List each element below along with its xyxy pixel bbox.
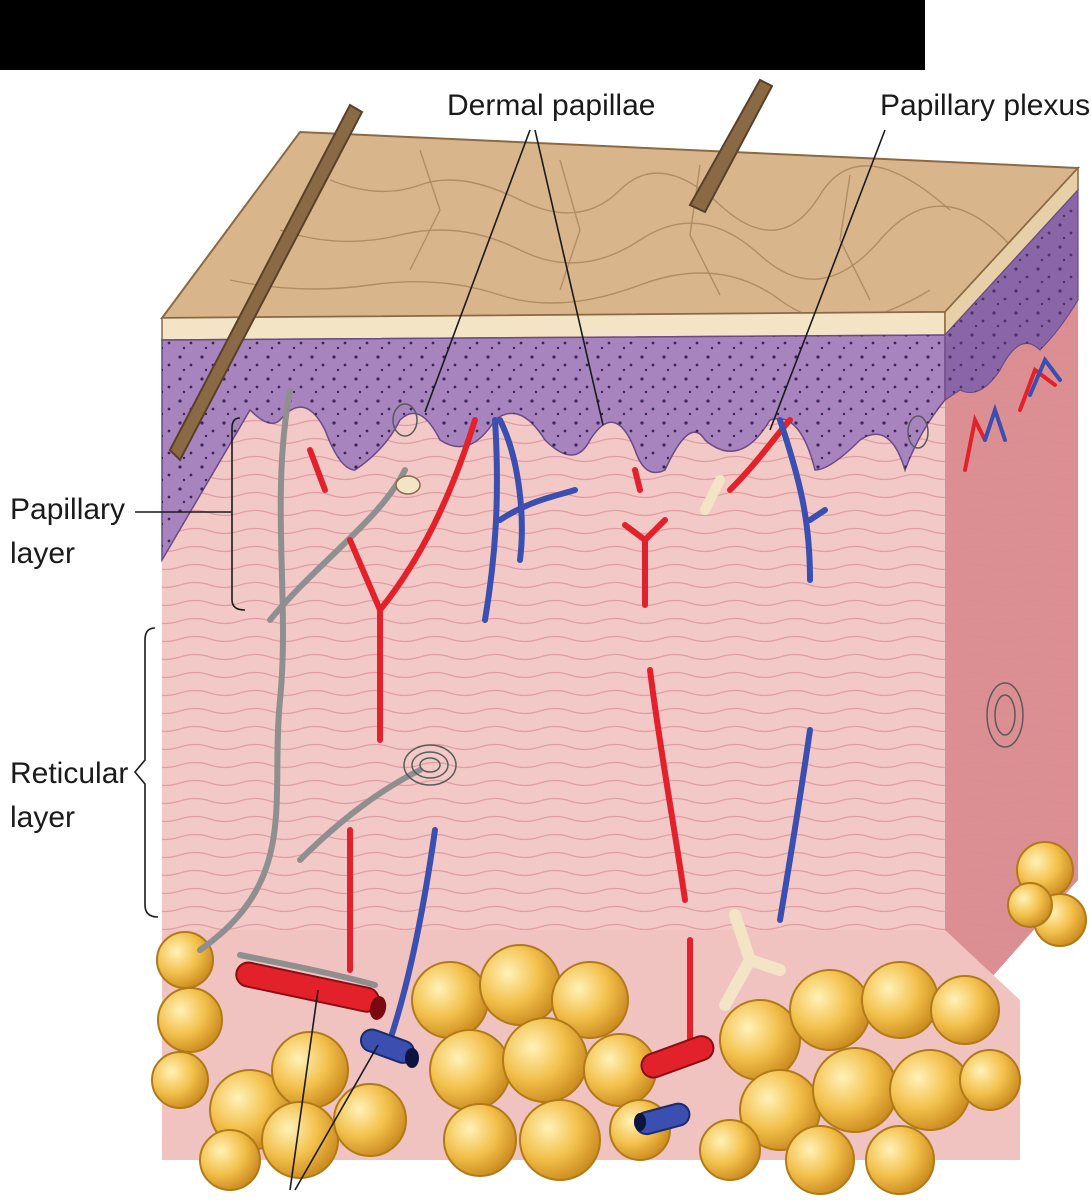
label-papillary-line1: Papillary bbox=[10, 488, 125, 532]
label-papillary-plexus: Papillary plexus bbox=[880, 84, 1090, 128]
label-reticular-line1: Reticular bbox=[10, 752, 128, 796]
reticular-bracket bbox=[135, 628, 158, 917]
label-papillary-line2: layer bbox=[10, 532, 125, 576]
label-dermal-papillae: Dermal papillae bbox=[447, 84, 655, 128]
label-reticular-line2: layer bbox=[10, 796, 128, 840]
label-reticular-layer: Reticular layer bbox=[10, 752, 128, 839]
label-papillary-layer: Papillary layer bbox=[10, 488, 125, 575]
